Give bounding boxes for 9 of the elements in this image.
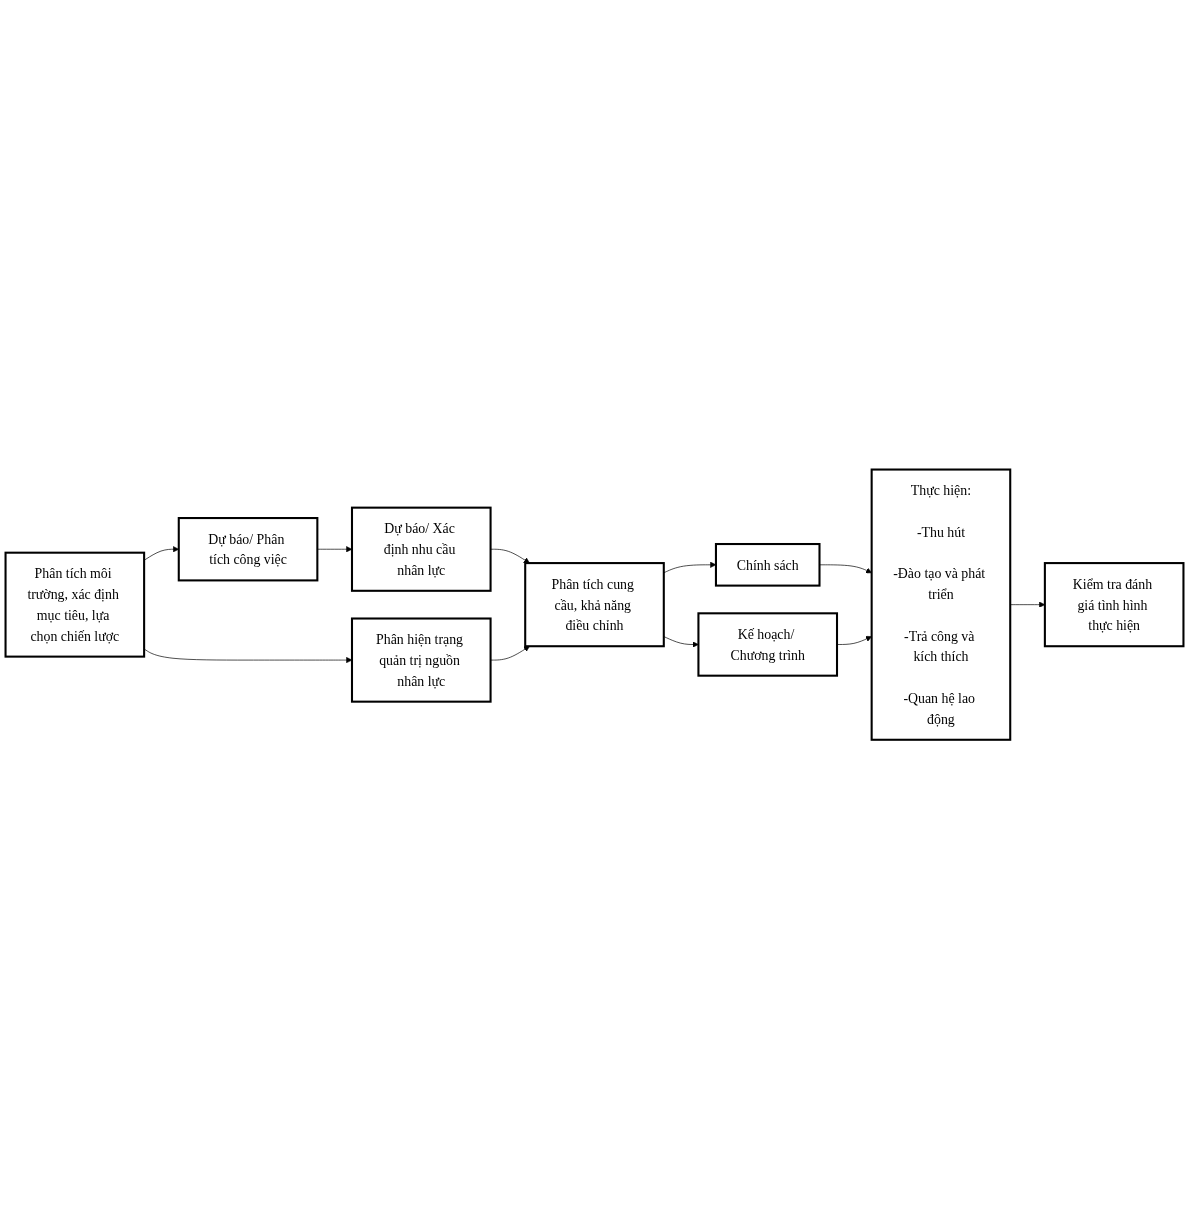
node-box: Phân tích môi trường, xác định mục tiêu, lựa chọn chiến lược bbox=[4, 552, 146, 658]
node-box: Dự báo/ Xác định nhu cầu nhân lực bbox=[350, 506, 492, 593]
node-box: Kiểm tra đánh giá tình hình thực hiện bbox=[1043, 562, 1185, 648]
node-box: Chính sách bbox=[714, 543, 821, 587]
node-box: Thực hiện: -Thu hút -Đào tạo và phát triển -Trả công và kích thích -Quan hệ lao động bbox=[870, 468, 1012, 742]
node-box: Dự báo/ Phân tích công việc bbox=[177, 517, 319, 582]
node-box: Phân hiện trạng quản trị nguồn nhân lực bbox=[350, 617, 492, 704]
node-box: Phân tích cung cầu, khả năng điều chỉnh bbox=[524, 562, 665, 648]
node-box: Kế hoạch/ Chương trình bbox=[697, 612, 839, 678]
